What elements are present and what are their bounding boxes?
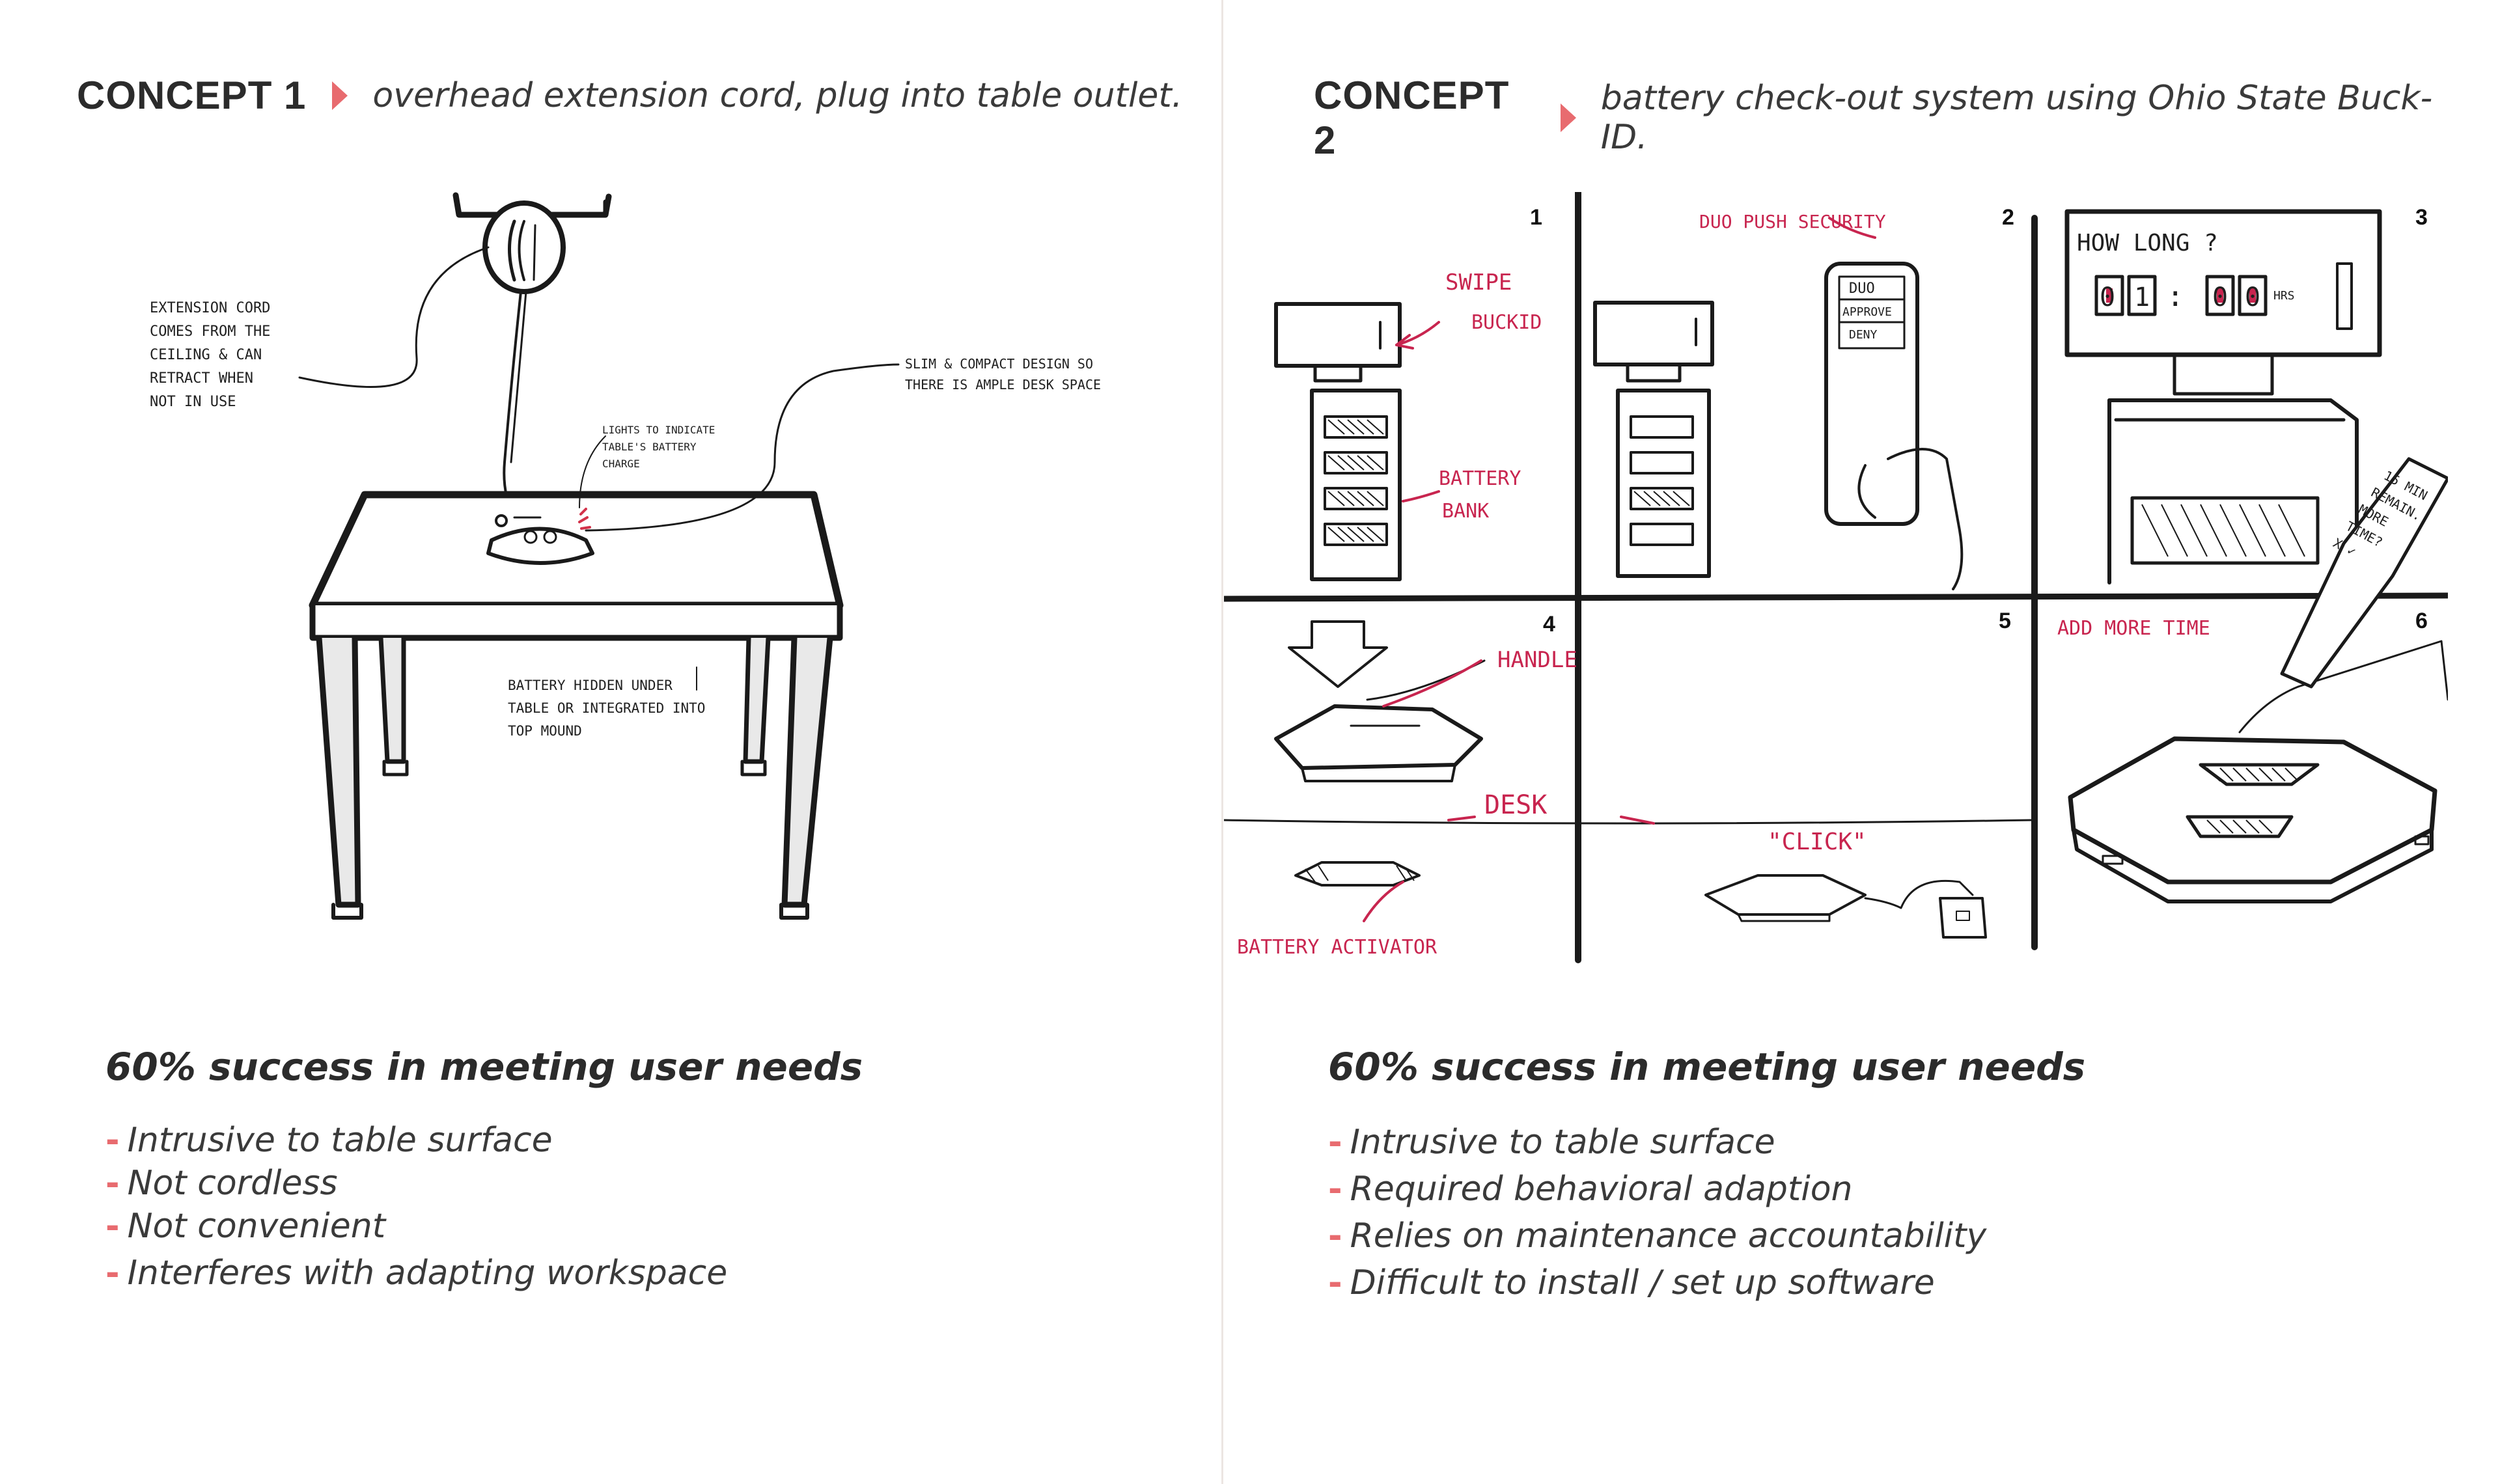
panel-number: 5 (1999, 609, 2011, 633)
concept2-points: -Intrusive to table surface -Required be… (1328, 1119, 2085, 1306)
concept1-label: CONCEPT 1 (77, 74, 307, 117)
concept1-points: -Intrusive to table surface -Not cordles… (105, 1119, 863, 1295)
concept2-header: CONCEPT 2 battery check-out system using… (1314, 73, 2445, 163)
concept1-sketch: EXTENSION CORD COMES FROM THE CEILING & … (124, 189, 1178, 970)
concept2-summary: 60% success in meeting user needs -Intru… (1328, 1045, 2085, 1306)
list-item: -Difficult to install / set up software (1328, 1263, 1935, 1302)
concept1-summary-title: 60% success in meeting user needs (105, 1045, 863, 1089)
concept2-description: battery check-out system using Ohio Stat… (1600, 79, 2433, 157)
click-label: "CLICK" (1768, 829, 1867, 855)
add-more-time-label: ADD MORE TIME (2057, 617, 2210, 640)
bank-label: BANK (1442, 500, 1489, 523)
slim-design-note-line: SLIM & COMPACT DESIGN SO (905, 356, 1093, 372)
list-item: -Not cordless (105, 1164, 338, 1203)
battery-hidden-note-line: BATTERY HIDDEN UNDER (508, 678, 673, 693)
concept1-summary: 60% success in meeting user needs -Intru… (105, 1045, 863, 1295)
phone-option: DUO (1849, 281, 1875, 297)
extension-cord-note-line: NOT IN USE (150, 394, 236, 410)
list-item: -Required behavioral adaption (1328, 1170, 1853, 1209)
panel-number: 3 (2415, 205, 2428, 230)
list-item: -Intrusive to table surface (1328, 1123, 1775, 1162)
swipe-label: SWIPE (1445, 269, 1512, 295)
battery-hidden-note-line: TABLE OR INTEGRATED INTO (508, 700, 705, 716)
timer-unit: HRS (2273, 289, 2295, 303)
phone-option: DENY (1849, 328, 1878, 342)
battery-hidden-note-line: TOP MOUND (508, 723, 582, 739)
timer-digit: 0 (2100, 282, 2115, 312)
concept1-header: CONCEPT 1 overhead extension cord, plug … (77, 73, 1182, 118)
list-item: -Not convenient (105, 1207, 386, 1246)
concept2-label: CONCEPT 2 (1314, 74, 1510, 162)
concept2-panel: CONCEPT 2 battery check-out system using… (1224, 0, 2448, 1484)
extension-cord-note-line: RETRACT WHEN (150, 370, 253, 387)
duo-push-label: DUO PUSH SECURITY (1699, 211, 1886, 232)
concept2-summary-title: 60% success in meeting user needs (1328, 1045, 2086, 1089)
list-item: -Relies on maintenance accountability (1328, 1216, 1987, 1256)
storyboard-sketch: 1 2 3 4 5 6 SWIPE BUCKID BATTERY BANK DU… (1224, 192, 2448, 980)
play-arrow-icon (332, 81, 348, 110)
phone-option: APPROVE (1842, 305, 1892, 319)
buckid-label: BUCKID (1471, 311, 1542, 334)
slim-design-note-line: THERE IS AMPLE DESK SPACE (905, 377, 1101, 392)
battery-label: BATTERY (1439, 467, 1521, 490)
concept1-panel: CONCEPT 1 overhead extension cord, plug … (0, 0, 1221, 1484)
timer-separator: : (2167, 280, 2184, 313)
extension-cord-note-line: EXTENSION CORD (150, 300, 270, 316)
play-arrow-icon (1560, 103, 1576, 132)
panel-number: 2 (2002, 205, 2014, 230)
panel-number: 6 (2415, 609, 2428, 633)
timer-digit: 0 (2212, 282, 2228, 312)
battery-activator-label: BATTERY ACTIVATOR (1237, 936, 1438, 959)
panel-number: 4 (1543, 612, 1555, 637)
storyboard-drawing: 1 2 3 4 5 6 SWIPE BUCKID BATTERY BANK DU… (1224, 192, 2448, 963)
center-divider (1221, 0, 1223, 1484)
table-extension-cord-drawing: EXTENSION CORD COMES FROM THE CEILING & … (150, 192, 1101, 920)
extension-cord-note-line: COMES FROM THE (150, 323, 270, 340)
panel-number: 1 (1530, 205, 1542, 230)
lights-note-line: TABLE'S BATTERY (602, 441, 697, 453)
handle-label: HANDLE (1497, 647, 1577, 673)
desk-label: DESK (1484, 790, 1547, 820)
list-item: -Interferes with adapting workspace (105, 1254, 728, 1293)
lights-note-line: LIGHTS TO INDICATE (602, 424, 715, 436)
timer-digit: 1 (2134, 282, 2150, 312)
extension-cord-note-line: CEILING & CAN (150, 347, 262, 363)
concept1-description: overhead extension cord, plug into table… (372, 76, 1183, 115)
how-long-label: HOW LONG ? (2077, 230, 2218, 256)
lights-note-line: CHARGE (602, 458, 640, 470)
list-item: -Intrusive to table surface (105, 1121, 553, 1160)
timer-digit: 0 (2245, 282, 2260, 312)
